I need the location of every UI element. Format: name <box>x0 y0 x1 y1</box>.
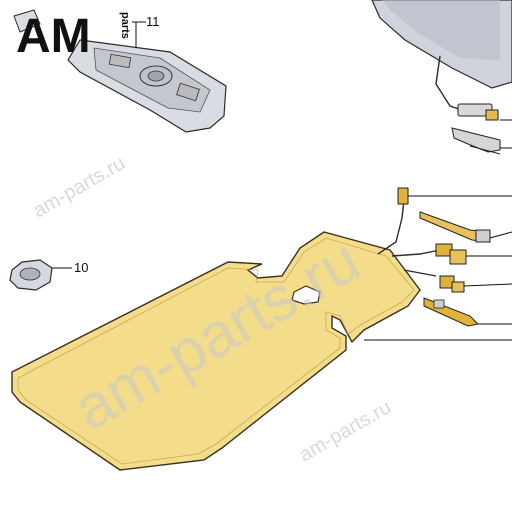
callout-10: 10 <box>74 260 88 275</box>
clip-bracket-top <box>451 127 501 155</box>
clip-part-10 <box>9 259 72 291</box>
logo-letters: AM <box>16 10 91 63</box>
wire-connector-top <box>457 103 499 121</box>
heating-mat <box>11 231 421 471</box>
am-parts-logo: AM parts <box>16 10 131 63</box>
seat-frame-part <box>371 0 512 111</box>
callout-11: 11 <box>132 14 160 48</box>
wire-harness <box>377 199 441 277</box>
connector-3 <box>435 243 467 265</box>
connector-1 <box>397 187 424 205</box>
connector-2 <box>419 211 491 243</box>
logo-sub: parts <box>119 12 131 39</box>
connector-4 <box>439 275 465 293</box>
callout-label-10: 10 <box>74 260 88 275</box>
connector-5 <box>423 297 480 327</box>
watermark-bottom: am-parts.ru <box>296 396 396 466</box>
watermark-top: am-parts.ru <box>30 152 130 222</box>
control-module-part <box>13 9 227 133</box>
leader-lines <box>364 119 512 341</box>
center-cutout <box>291 285 321 305</box>
callout-label-11: 11 <box>146 14 160 29</box>
